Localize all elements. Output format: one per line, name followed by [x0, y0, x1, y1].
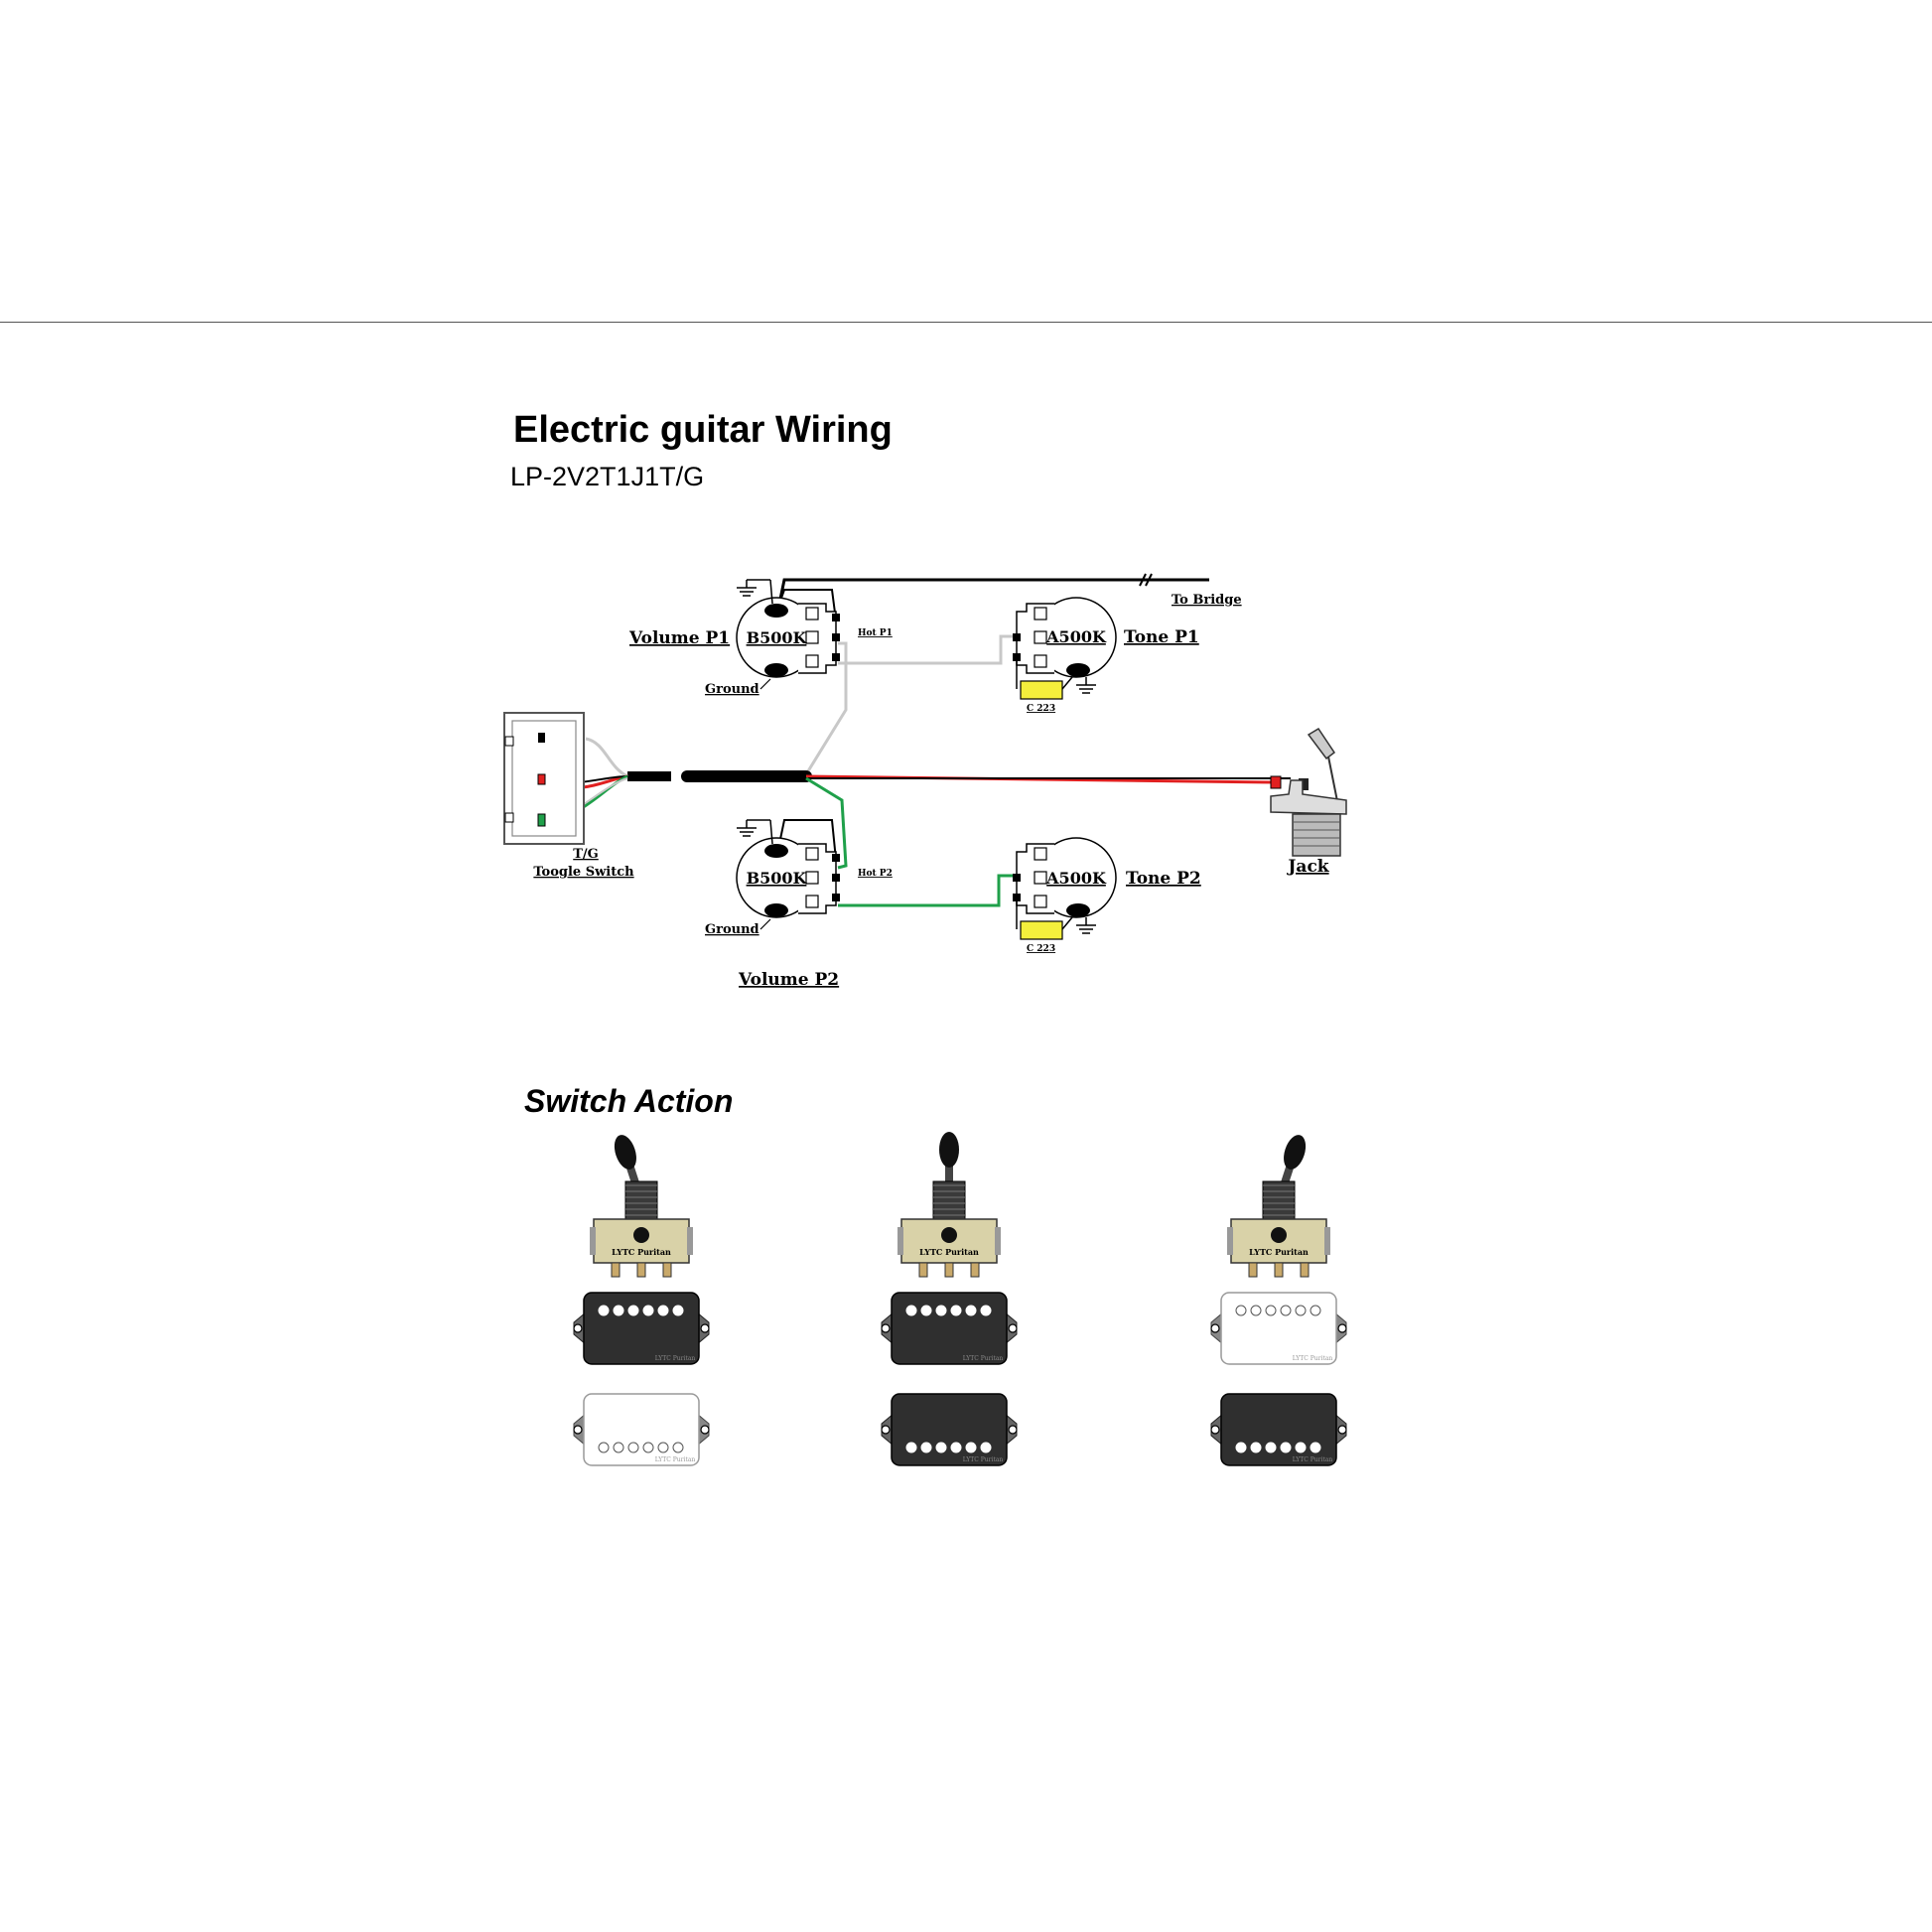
- bridge-pickup-inactive: LYTC Puritan: [573, 1393, 710, 1466]
- switch-bushing: [932, 1180, 966, 1220]
- switch-body: LYTC Puritan: [590, 1218, 693, 1278]
- to-bridge-label: To Bridge: [1172, 593, 1242, 608]
- wire-break-mark: [1139, 573, 1147, 587]
- vol2-hot-wire: [805, 776, 848, 870]
- switch-brand-label: LYTC Puritan: [612, 1247, 671, 1257]
- switch-label-2: Toogle Switch: [533, 865, 634, 880]
- switch-bushing: [1262, 1180, 1296, 1220]
- switch-action-title: Switch Action: [524, 1083, 733, 1119]
- tone-p1-label: Tone P1: [1124, 627, 1199, 647]
- vol1-hot-wire: [804, 641, 848, 775]
- model-code: LP-2V2T1J1T/G: [510, 462, 704, 491]
- wires: [547, 573, 1291, 907]
- tone-p2-label: Tone P2: [1126, 869, 1201, 889]
- neck-pickup-inactive: LYTC Puritan: [1210, 1292, 1347, 1365]
- vol2-tone2-wire: [838, 874, 1021, 907]
- switch-body: LYTC Puritan: [1227, 1218, 1330, 1278]
- bridge-ground-wire: [777, 578, 1209, 605]
- volume-pot-p1: [736, 579, 841, 678]
- volume-pot-p2: [736, 819, 841, 918]
- pickup-brand-label: LYTC Puritan: [655, 1355, 696, 1362]
- toggle-switch: [503, 712, 585, 845]
- pickup-brand-label: LYTC Puritan: [1293, 1456, 1333, 1463]
- hot-p1-label: Hot P1: [858, 628, 893, 638]
- cap-p2-label: C 223: [1027, 944, 1055, 954]
- bridge-pickup-active: LYTC Puritan: [881, 1393, 1018, 1466]
- capacitor-p2: [1020, 920, 1063, 940]
- output-jack: [1270, 727, 1347, 857]
- bridge-pickup-active: LYTC Puritan: [1210, 1393, 1347, 1466]
- switch-brand-label: LYTC Puritan: [1249, 1247, 1309, 1257]
- vol1-tone1-wire: [838, 634, 1021, 665]
- cap-p1-label: C 223: [1027, 704, 1055, 714]
- tone-pot-p2: [1012, 837, 1117, 940]
- jack-label: Jack: [1286, 857, 1329, 877]
- volume-p1-value: B500K: [747, 628, 808, 647]
- volume-p2-value: B500K: [747, 869, 808, 888]
- volume-p1-label: Volume P1: [628, 628, 730, 648]
- pickup-brand-label: LYTC Puritan: [655, 1456, 696, 1463]
- switch-body: LYTC Puritan: [897, 1218, 1001, 1278]
- switch-label-1: T/G: [573, 847, 599, 862]
- pickup-brand-label: LYTC Puritan: [963, 1355, 1004, 1362]
- tone-p1-value: A500K: [1045, 627, 1107, 646]
- pickup-brand-label: LYTC Puritan: [1293, 1355, 1333, 1362]
- top-divider: [0, 322, 1932, 323]
- neck-pickup-active: LYTC Puritan: [881, 1292, 1018, 1365]
- tone-p2-value: A500K: [1045, 869, 1107, 888]
- switch-brand-label: LYTC Puritan: [919, 1247, 979, 1257]
- switch-bushing: [624, 1180, 658, 1220]
- ground-p2-label: Ground: [705, 922, 759, 937]
- hot-p2-label: Hot P2: [858, 869, 893, 879]
- pickup-brand-label: LYTC Puritan: [963, 1456, 1004, 1463]
- toggle-lever-icon: [939, 1132, 959, 1191]
- tone-pot-p1: [1012, 597, 1117, 700]
- capacitor-p1: [1020, 680, 1063, 700]
- volume-p2-label: Volume P2: [738, 970, 839, 990]
- page-title: Electric guitar Wiring: [513, 409, 893, 451]
- ground-p1-label: Ground: [705, 682, 759, 697]
- neck-pickup-active: LYTC Puritan: [573, 1292, 710, 1365]
